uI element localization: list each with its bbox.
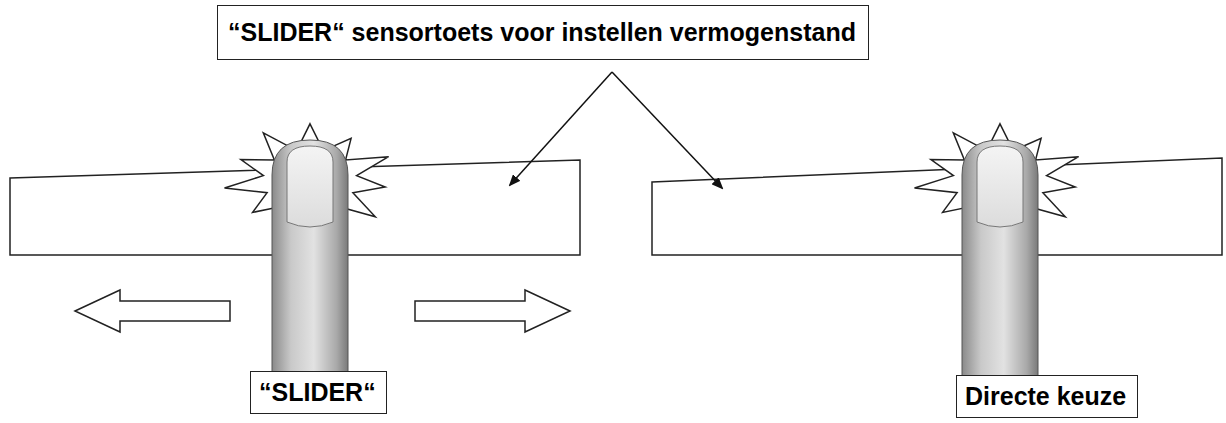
caption-box: “SLIDER“ [250, 371, 387, 414]
leader-arrow [510, 72, 612, 185]
label-text: “SLIDER“ [259, 378, 378, 407]
title-box: “SLIDER“ sensortoets voor instellen verm… [217, 5, 869, 60]
finger [272, 140, 348, 400]
slider-bar [652, 158, 1222, 255]
caption-box: Directe keuze [956, 375, 1138, 418]
label-text: “SLIDER“ sensortoets voor instellen verm… [228, 18, 858, 47]
label-text: Directe keuze [965, 382, 1129, 411]
finger [962, 140, 1038, 400]
leader-arrow [612, 72, 722, 188]
direction-arrow [75, 290, 230, 332]
direction-arrow [415, 290, 570, 332]
